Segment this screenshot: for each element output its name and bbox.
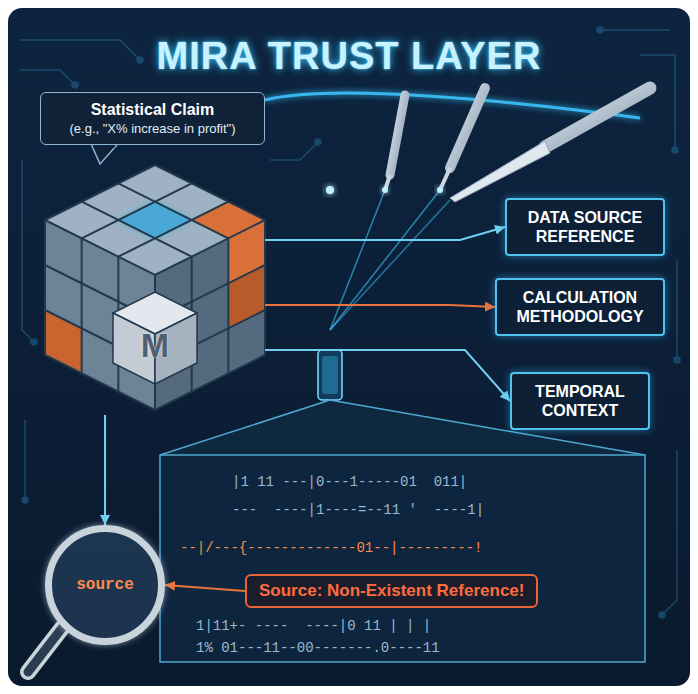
magnifier-lens: source bbox=[45, 525, 165, 645]
circuit-trace bbox=[137, 57, 143, 63]
magnifier-handle bbox=[28, 628, 62, 672]
beam-emitter bbox=[318, 350, 342, 400]
cube-illustration bbox=[227, 238, 229, 373]
circuit-trace bbox=[600, 29, 670, 31]
circuit-trace bbox=[31, 339, 37, 345]
glow-arc bbox=[265, 93, 640, 118]
glow-arc bbox=[265, 93, 640, 118]
connector-arrow bbox=[265, 350, 510, 401]
cube-illustration bbox=[118, 183, 228, 238]
cube-illustration bbox=[81, 238, 83, 373]
circuit-trace bbox=[22, 160, 34, 342]
probe-tool bbox=[326, 186, 334, 194]
callout-example: (e.g., "X% increase in profit") bbox=[51, 120, 254, 137]
scan-panel bbox=[160, 400, 645, 662]
cube-logo: M bbox=[45, 325, 265, 365]
tool-beam bbox=[330, 190, 440, 330]
error-box: Source: Non-Existent Reference! bbox=[245, 574, 538, 608]
pen-tool bbox=[382, 187, 388, 193]
connector-arrow bbox=[104, 415, 106, 525]
tool-beam bbox=[329, 190, 332, 350]
cube-illustration bbox=[45, 220, 265, 275]
scalpel-tool bbox=[450, 141, 550, 202]
probe-tool bbox=[326, 100, 334, 194]
lens-word: source bbox=[76, 576, 134, 594]
probe-tool bbox=[328, 100, 333, 185]
diagram-title: MIRA TRUST LAYER bbox=[0, 34, 698, 78]
background-panel bbox=[8, 8, 690, 686]
binary-trace: --- ----|1----=--11 ' ----1| bbox=[232, 502, 484, 519]
circuit-trace bbox=[72, 82, 78, 88]
pen-tool bbox=[437, 187, 443, 193]
error-text: Source: Non-Existent Reference! bbox=[259, 580, 524, 602]
circuit-trace bbox=[24, 420, 26, 500]
check-label: TEMPORAL CONTEXT bbox=[522, 382, 638, 420]
pen-tool bbox=[390, 95, 405, 175]
pen-tool bbox=[450, 88, 485, 168]
circuit-trace bbox=[640, 55, 675, 150]
tool-beam bbox=[330, 200, 450, 330]
circuit-trace bbox=[315, 139, 321, 145]
check-box: CALCULATION METHODOLOGY bbox=[495, 278, 665, 336]
tool-beam bbox=[330, 190, 385, 330]
claim-callout: Statistical Claim(e.g., "X% increase in … bbox=[40, 92, 265, 145]
connector-arrow bbox=[265, 227, 505, 240]
circuit-trace bbox=[22, 497, 28, 503]
magnifier-handle bbox=[28, 628, 62, 672]
scan-panel bbox=[160, 455, 645, 662]
binary-trace: --|/---{-------------01--|---------! bbox=[180, 540, 482, 557]
circuit-trace bbox=[676, 260, 678, 360]
callout-tail bbox=[92, 146, 116, 164]
binary-trace: 1|11+- ---- ----|0 11 | | | bbox=[196, 618, 431, 635]
magnifier-handle bbox=[28, 628, 62, 672]
check-label: CALCULATION METHODOLOGY bbox=[507, 288, 653, 326]
callout-heading: Statistical Claim bbox=[51, 100, 254, 120]
callout-tail bbox=[92, 146, 116, 164]
circuit-trace bbox=[270, 142, 318, 160]
cube-illustration bbox=[45, 165, 265, 410]
circuit-trace bbox=[597, 27, 603, 33]
connector-arrow bbox=[265, 305, 495, 307]
circuit-trace bbox=[20, 70, 75, 85]
binary-trace: 1% 01---11--00-------.0----11 bbox=[196, 640, 440, 657]
beam-emitter bbox=[322, 356, 338, 394]
check-box: TEMPORAL CONTEXT bbox=[510, 372, 650, 430]
background-panel bbox=[8, 8, 690, 686]
beam-emitter bbox=[318, 350, 342, 400]
binary-trace: |1 11 ---|0---1-----01 011| bbox=[232, 474, 467, 491]
scalpel-tool bbox=[450, 88, 650, 202]
circuit-trace bbox=[659, 612, 665, 618]
scalpel-tool bbox=[545, 88, 650, 147]
check-box: DATA SOURCE REFERENCE bbox=[505, 198, 665, 256]
check-label: DATA SOURCE REFERENCE bbox=[517, 208, 653, 246]
cube-illustration bbox=[118, 202, 191, 239]
connector-arrow bbox=[165, 585, 245, 591]
tool-beam bbox=[330, 190, 450, 350]
circuit-trace bbox=[674, 357, 680, 363]
cube-illustration bbox=[45, 165, 265, 410]
cube-illustration bbox=[45, 165, 265, 410]
pen-tool bbox=[440, 168, 450, 190]
circuit-trace bbox=[20, 40, 140, 60]
circuit-trace bbox=[672, 147, 678, 153]
data-cube: M bbox=[45, 160, 265, 415]
cube-illustration bbox=[82, 202, 192, 257]
pen-tool bbox=[382, 88, 485, 193]
circuit-trace bbox=[662, 450, 677, 615]
